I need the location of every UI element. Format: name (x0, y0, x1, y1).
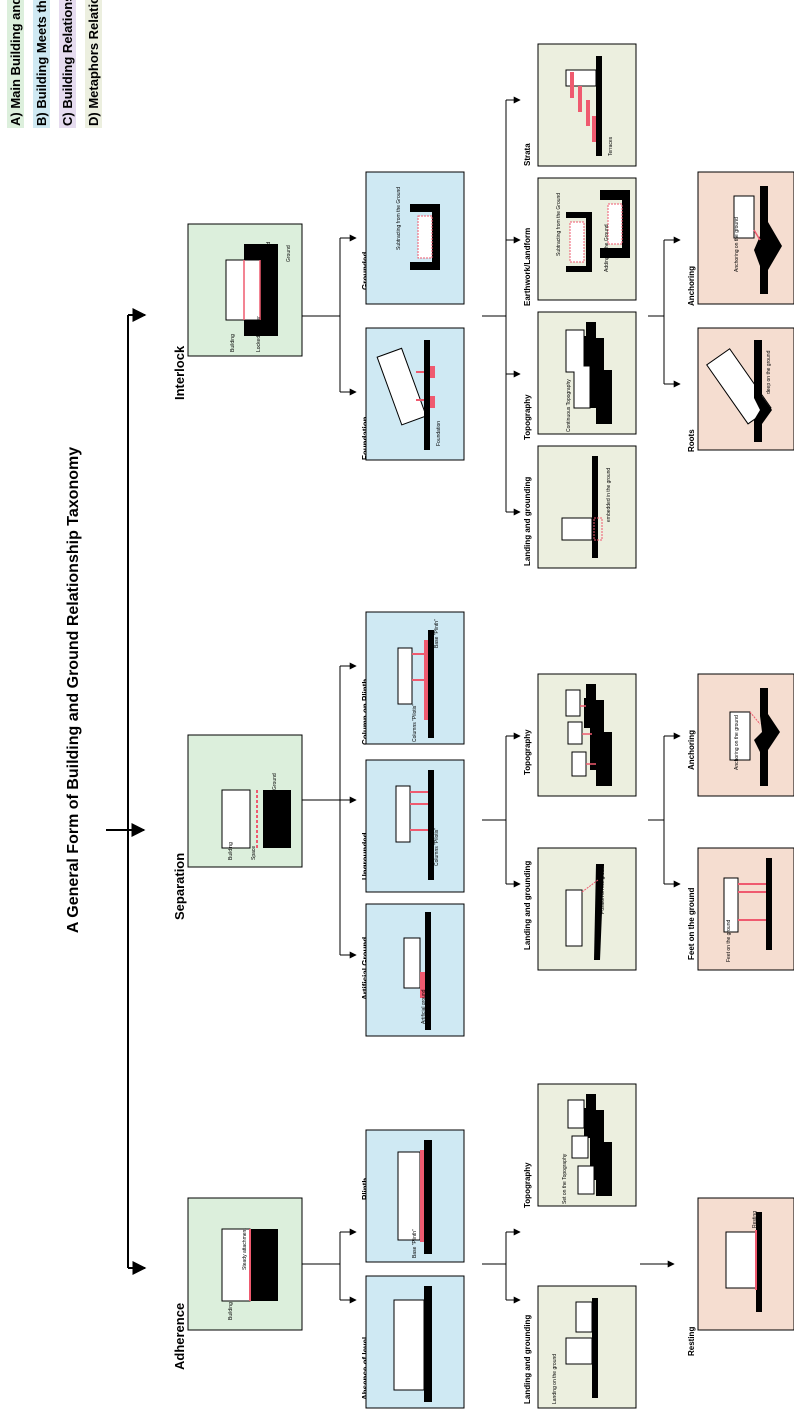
panel-s-landing: Position on the ground (537, 847, 637, 971)
separation-note-building: Building (228, 842, 234, 860)
connectors-level3 (482, 96, 521, 1304)
column-plinth-note-base: Base "Plinth" (434, 619, 440, 648)
feet-note: Feet on the ground (726, 920, 732, 962)
panel-main-adherence: Building Steady attachment Ground (187, 1197, 303, 1331)
panel-foundation: Foundation (365, 327, 465, 461)
legend-label-terrain: C) Building Relationship With Terrain (60, 0, 75, 126)
separation-note-space: Space (251, 846, 257, 860)
label-interlock: Interlock (172, 345, 187, 400)
label-adherence: Adherence (172, 1303, 187, 1370)
panel-s-anchoring: Anchoring on the ground (697, 673, 794, 797)
panel-a-topo: Set on the Topography (537, 1083, 637, 1207)
i-landing-note: embedded in the ground (606, 468, 612, 522)
roots-note: deep on the ground (766, 350, 772, 394)
grounded-note: Subtracting from the Ground (396, 187, 402, 250)
legend-item-ground: B) Building Meets the Ground (33, 0, 50, 128)
foundation-note: Foundation (436, 421, 442, 446)
connectors-level4 (640, 236, 681, 1268)
legend-item-main: A) Main Building and Ground Relationship (7, 0, 24, 128)
panel-main-interlock: Building Locked together Excavated groun… (187, 223, 303, 357)
adherence-note-ground: Ground (266, 1233, 272, 1250)
label-s-topo: Topography (523, 729, 532, 775)
interlock-note-ground: Ground (286, 245, 292, 262)
i-anchoring-note: Anchoring on the ground (734, 217, 740, 272)
s-landing-note: Position on the ground (600, 864, 606, 914)
top-connectors (106, 308, 147, 1275)
panel-i-topo: Continuous Topography (537, 311, 637, 435)
label-feet: Feet on the ground (687, 887, 696, 960)
i-strata-note: Terraces (608, 136, 614, 156)
column-plinth-note-columns: Columns "Pilotis" (412, 704, 418, 742)
label-i-anchoring: Anchoring (687, 266, 696, 306)
label-i-earthwork: Earthwork/Landform (523, 228, 532, 306)
panel-grounded: Subtracting from the Ground (365, 171, 465, 305)
label-roots: Roots (687, 429, 696, 452)
label-a-topo: Topography (523, 1162, 532, 1208)
panel-resting: Resting (697, 1197, 794, 1331)
adherence-note-attachment: Steady attachment (242, 1228, 248, 1270)
panel-i-anchoring: Anchoring on the ground (697, 171, 794, 305)
label-separation: Separation (172, 853, 187, 920)
interlock-note-locked: Locked together (256, 316, 262, 352)
label-s-landing: Landing and grounding (523, 861, 532, 950)
s-topo-note: Columns "Pilotis" (600, 748, 606, 786)
label-a-landing: Landing and grounding (523, 1315, 532, 1404)
label-i-strata: Strata (523, 143, 532, 166)
connectors-level2 (302, 234, 357, 1304)
interlock-note-building: Building (230, 334, 236, 352)
a-topo-note: Set on the Topography (562, 1153, 568, 1204)
legend-label-main: A) Main Building and Ground Relationship (8, 0, 23, 126)
diagram-title: A General Form of Building and Ground Re… (65, 447, 82, 933)
label-i-topo: Topography (523, 394, 532, 440)
i-topo-note: Continuous Topography (566, 379, 572, 432)
a-landing-note: Landing on the ground (552, 1354, 558, 1404)
panel-artificial-ground: Artificial ground (365, 903, 465, 1037)
i-earthwork-note-subtract: Subtracting from the Ground (556, 193, 562, 256)
panel-roots: deep on the ground (697, 327, 794, 451)
panel-feet: Feet on the ground (697, 847, 794, 971)
panel-i-earthwork: Subtracting from the Ground Adding to th… (537, 177, 637, 301)
label-s-anchoring: Anchoring (687, 730, 696, 770)
legend-label-metaphor: D) Metaphors Relationship (86, 0, 101, 126)
panel-i-landing: embedded in the ground (537, 445, 637, 569)
label-i-landing: Landing and grounding (523, 477, 532, 566)
panel-absence-of-level: No level (365, 1275, 465, 1409)
ungrounded-note: Columns "Pilotis" (434, 828, 440, 866)
separation-note-ground: Ground (272, 773, 278, 790)
s-anchoring-note: Anchoring on the ground (734, 715, 740, 770)
panel-ungrounded: Columns "Pilotis" (365, 759, 465, 893)
legend-item-metaphor: D) Metaphors Relationship (85, 0, 102, 128)
label-resting: Resting (687, 1327, 696, 1356)
absence-note: No level (426, 1302, 432, 1320)
panel-column-on-plinth: Columns "Pilotis" Base "Plinth" (365, 611, 465, 745)
legend: A) Main Building and Ground Relationship… (7, 0, 102, 128)
interlock-note-excavated: Excavated ground (266, 241, 272, 282)
artificial-note: Artificial ground (421, 989, 427, 1024)
plinth-note: Base "Plinth" (412, 1229, 418, 1258)
panel-s-topo: Columns "Pilotis" (537, 673, 637, 797)
panel-plinth: Base "Plinth" (365, 1129, 465, 1263)
resting-note: Resting (752, 1211, 758, 1228)
legend-item-terrain: C) Building Relationship With Terrain (59, 0, 76, 128)
panel-a-landing: Landing on the ground (537, 1285, 637, 1409)
legend-label-ground: B) Building Meets the Ground (34, 0, 49, 126)
panel-i-strata: Terraces (537, 43, 637, 167)
panel-main-separation: Building Space Ground (187, 734, 303, 868)
i-earthwork-note-add: Adding to the Ground (604, 224, 610, 272)
adherence-note-building: Building (228, 1302, 234, 1320)
